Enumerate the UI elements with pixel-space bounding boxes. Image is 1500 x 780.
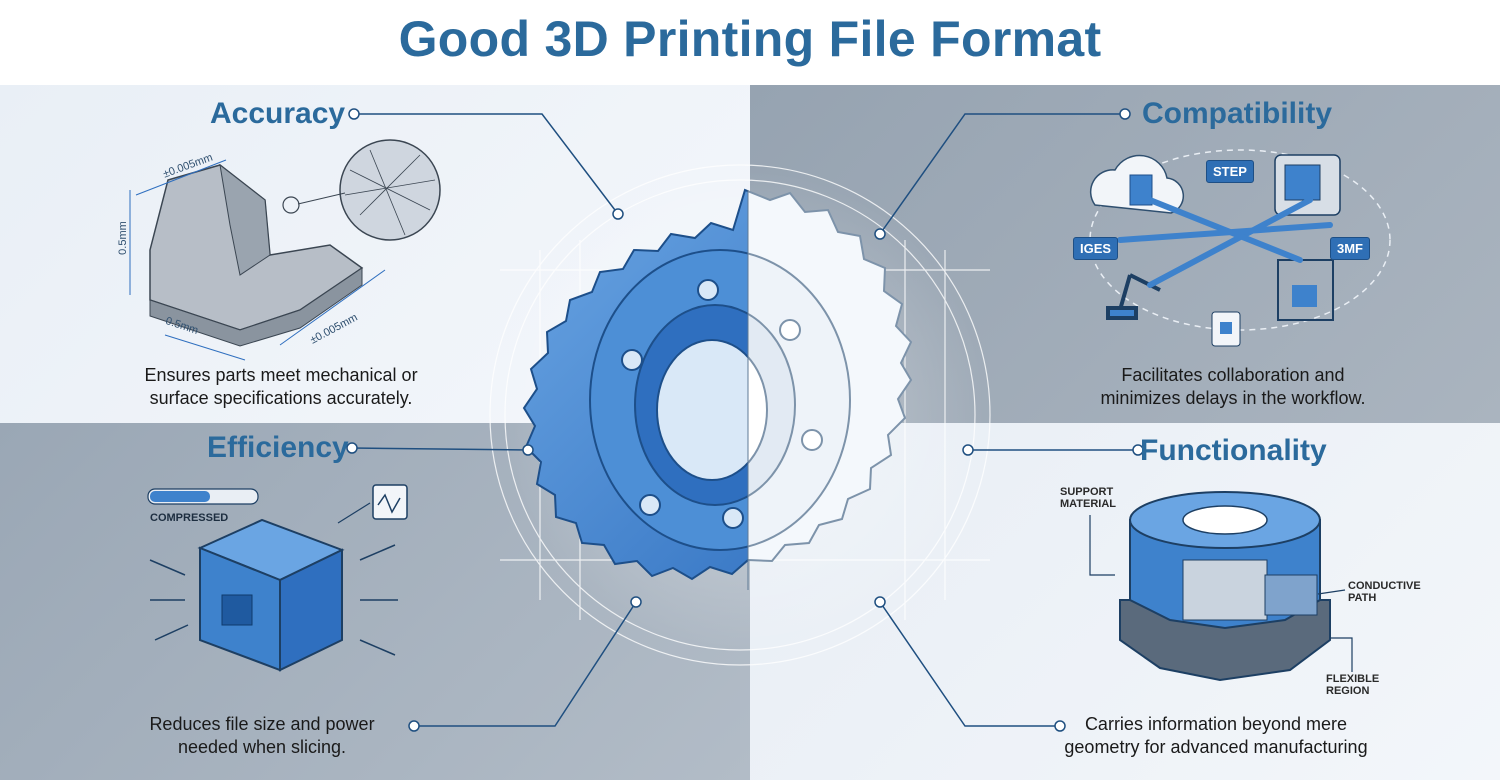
compatibility-heading: Compatibility — [1142, 97, 1333, 130]
conductive-label-line-1: CONDUCTIVE — [1348, 580, 1421, 592]
3mf-format-badge: 3MF — [1330, 237, 1370, 260]
compatibility-description: Facilitates collaboration and minimizes … — [1063, 364, 1403, 410]
efficiency-desc-line-2: needed when slicing. — [177, 737, 347, 757]
functionality-cutaway-gear — [1089, 491, 1353, 682]
cube-file-icon — [1211, 311, 1241, 347]
dim-label-left: 0.5mm — [116, 221, 129, 255]
efficiency-description: Reduces file size and power needed when … — [112, 713, 412, 759]
functionality-desc-line-1: Carries information beyond mere — [1084, 714, 1348, 734]
printer-3d-icon — [1277, 259, 1334, 321]
support-label-line-2: MATERIAL — [1060, 498, 1117, 510]
compatibility-desc-line-2: minimizes delays in the workflow. — [1100, 388, 1366, 408]
exchange-arrows-icon — [1117, 197, 1333, 288]
robot-arm-icon — [1106, 273, 1161, 320]
efficiency-desc-line-1: Reduces file size and power — [149, 714, 375, 734]
accuracy-block-illustration — [129, 139, 441, 361]
conductive-path-label: CONDUCTIVE PATH — [1348, 580, 1421, 604]
compressed-label: COMPRESSED — [150, 512, 229, 524]
functionality-desc-line-2: geometry for advanced manufacturing — [1064, 737, 1368, 757]
accuracy-description: Ensures parts meet mechanical or surface… — [101, 364, 461, 410]
connector-dots — [346, 108, 1144, 732]
connector-lines — [351, 113, 1138, 727]
main-gear-blue-half — [522, 188, 748, 581]
compatibility-desc-line-1: Facilitates collaboration and — [1121, 365, 1345, 385]
flexible-region-label: FLEXIBLE REGION — [1326, 673, 1379, 697]
flexible-label-line-2: REGION — [1326, 685, 1370, 697]
functionality-heading: Functionality — [1140, 434, 1327, 467]
compressed-progress-fill — [150, 491, 210, 502]
accuracy-heading: Accuracy — [210, 97, 346, 130]
compatibility-workflow-illustration — [1089, 149, 1391, 347]
accuracy-desc-line-2: surface specifications accurately. — [149, 388, 413, 408]
chip-icon — [372, 484, 408, 520]
support-label-line-1: SUPPORT — [1060, 486, 1114, 498]
support-material-label: SUPPORT MATERIAL — [1060, 486, 1116, 510]
accuracy-desc-line-1: Ensures parts meet mechanical or — [144, 365, 418, 385]
cnc-machine-icon — [1274, 154, 1341, 216]
efficiency-heading: Efficiency — [207, 431, 349, 464]
main-gear-white-half — [748, 190, 913, 563]
cloud-server-icon — [1089, 154, 1185, 214]
iges-format-badge: IGES — [1073, 237, 1119, 260]
efficiency-illustration — [147, 484, 408, 672]
functionality-description: Carries information beyond mere geometry… — [1046, 713, 1386, 759]
flexible-label-line-1: FLEXIBLE — [1326, 673, 1380, 685]
page-title: Good 3D Printing File Format — [398, 11, 1102, 67]
conductive-label-line-2: PATH — [1348, 592, 1377, 604]
step-format-badge: STEP — [1206, 160, 1254, 183]
